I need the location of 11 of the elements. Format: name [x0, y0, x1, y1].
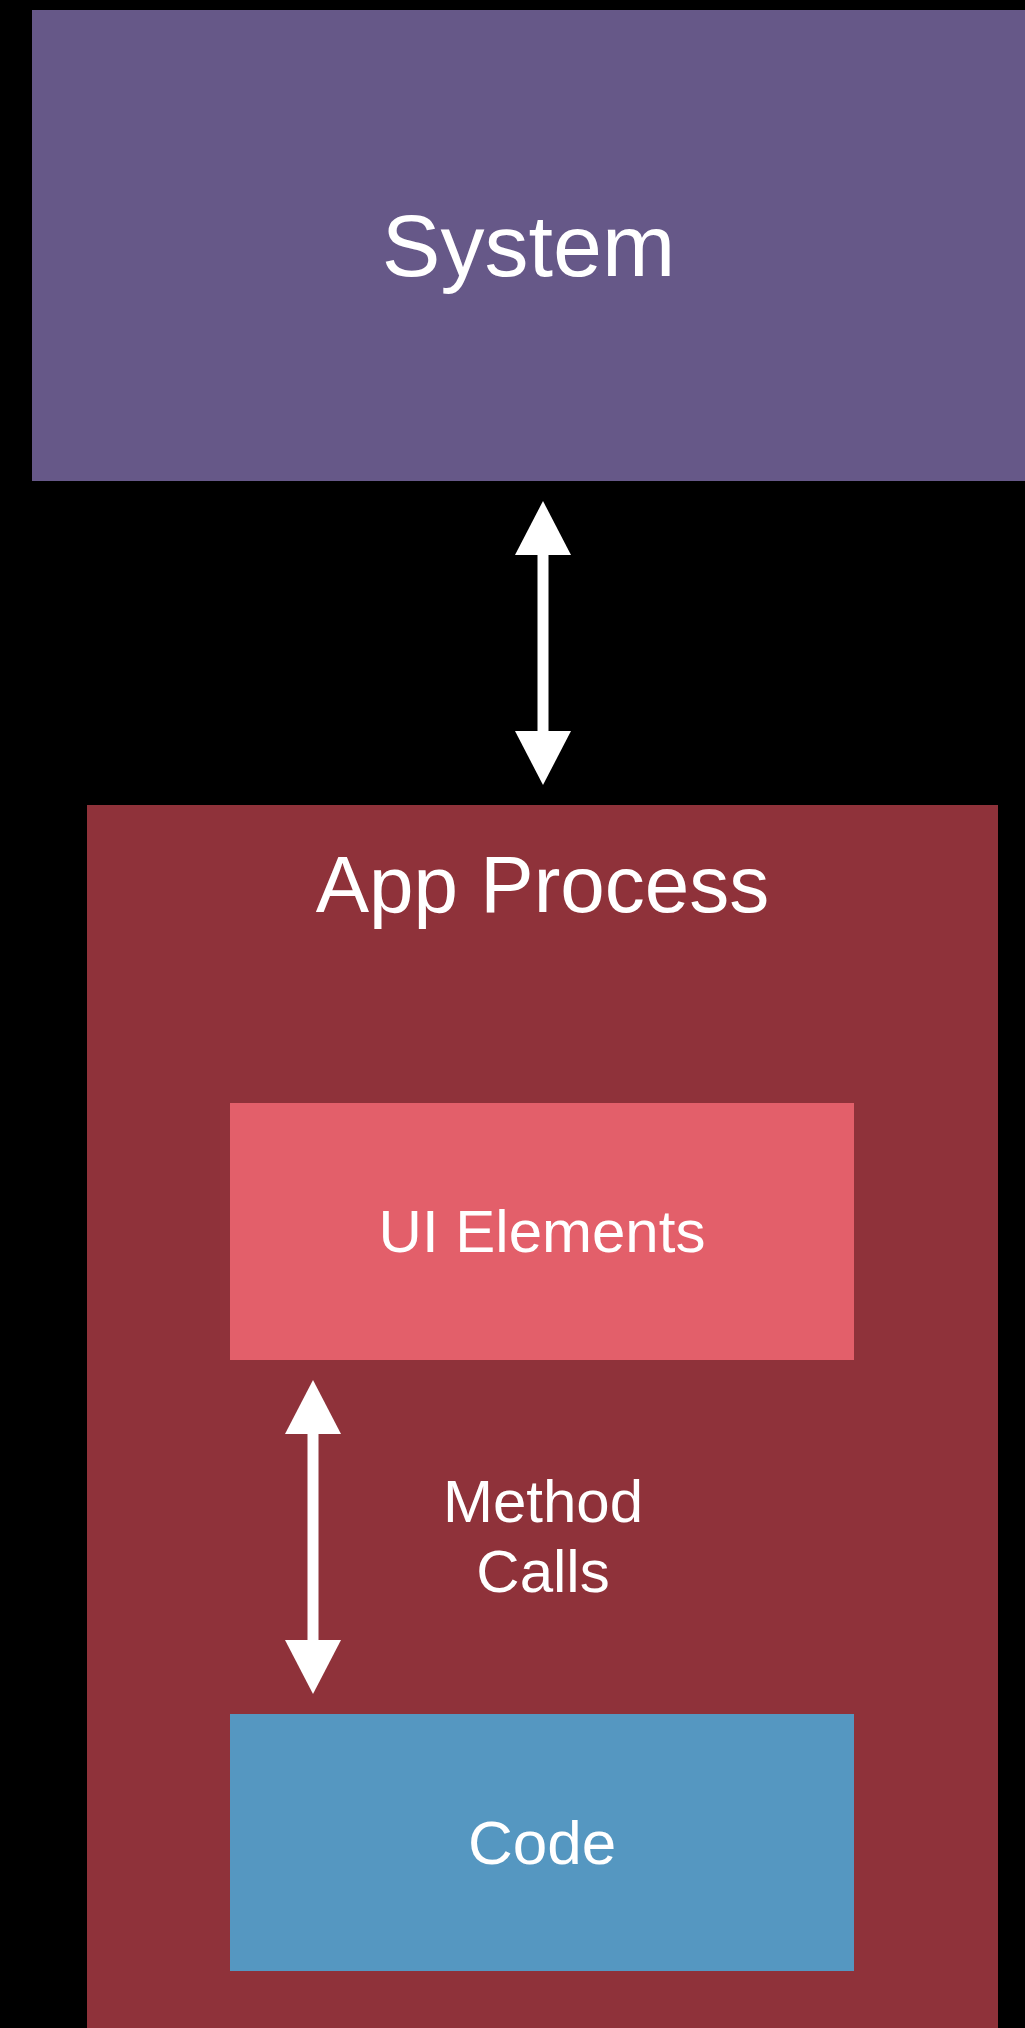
system-box — [32, 10, 1025, 481]
node-label: System — [381, 194, 676, 297]
process-container — [87, 805, 998, 2028]
node-label: UI Elements — [378, 1197, 706, 1267]
component-box — [230, 1714, 854, 1971]
edge-label: Method Calls — [441, 1467, 645, 1608]
node-label: Code — [467, 1806, 617, 1879]
double-arrow — [515, 501, 571, 785]
node-label: App Process — [315, 839, 770, 931]
component-box — [230, 1103, 854, 1360]
double-arrow — [285, 1380, 341, 1694]
